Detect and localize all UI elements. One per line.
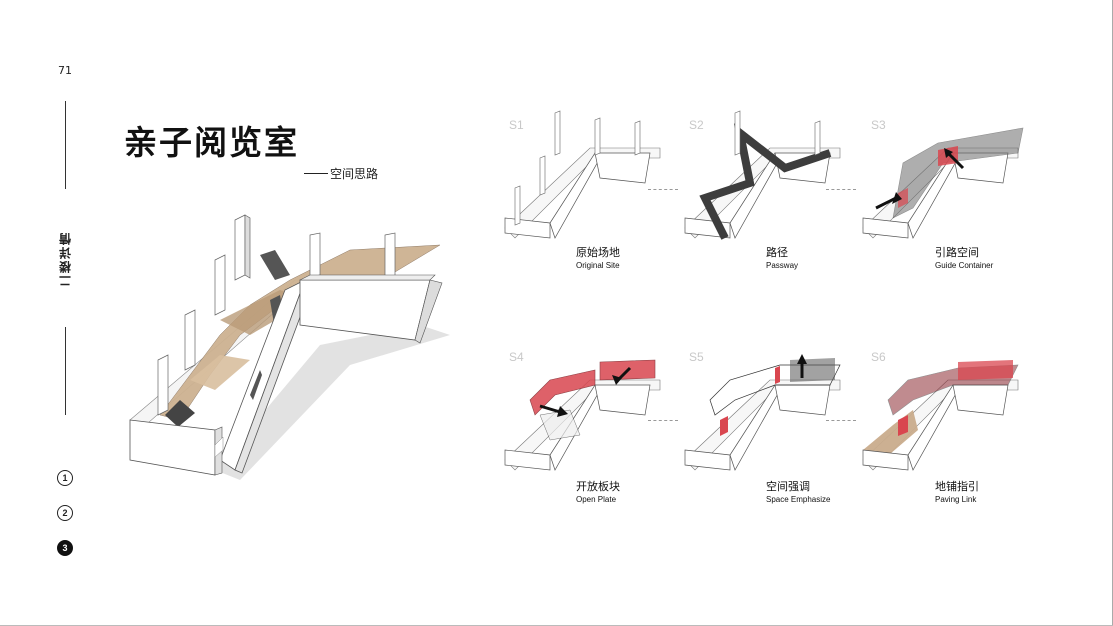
step-s3-title: 引路空间 <box>935 246 979 259</box>
divider-bottom <box>65 327 66 415</box>
step-s6-title: 地铺指引 <box>935 480 979 493</box>
step-s4-title: 开放板块 <box>576 480 620 493</box>
page-title: 亲子阅览室 <box>124 123 299 162</box>
original-site-drawing <box>504 110 661 239</box>
subtitle-text: 空间思路 <box>330 167 379 181</box>
step-connector <box>826 420 856 421</box>
step-id-s3: S3 <box>871 118 886 132</box>
step-id-s1: S1 <box>509 118 524 132</box>
open-plate-drawing <box>504 359 661 471</box>
paving-link-drawing <box>862 360 1019 471</box>
divider-top <box>65 101 66 189</box>
step-s6-subtitle: Paving Link <box>935 495 977 504</box>
step-s2-diagram <box>680 108 850 243</box>
page-dot-2[interactable]: 2 <box>57 505 73 521</box>
subtitle: 空间思路 <box>304 165 378 182</box>
step-connector <box>648 420 678 421</box>
page-dot-3[interactable]: 3 <box>57 540 73 556</box>
step-connector <box>826 189 856 190</box>
space-emphasize-drawing <box>684 354 841 471</box>
main-axonometric-diagram <box>129 214 450 480</box>
passway-drawing <box>684 110 841 240</box>
section-label: 二楼详情 <box>58 231 73 287</box>
step-id-s2: S2 <box>689 118 704 132</box>
step-s5-subtitle: Space Emphasize <box>766 495 831 504</box>
page-dot-1[interactable]: 1 <box>57 470 73 486</box>
step-s2-title: 路径 <box>766 246 788 259</box>
step-s2-subtitle: Passway <box>766 261 799 270</box>
step-s6-diagram <box>858 340 1028 475</box>
step-s3-diagram <box>858 108 1028 243</box>
step-s5-diagram <box>680 340 850 475</box>
guide-container-drawing <box>862 127 1024 239</box>
step-s1-subtitle: Original Site <box>576 261 620 270</box>
step-s4-diagram <box>500 340 670 475</box>
step-s3-subtitle: Guide Container <box>935 261 994 270</box>
page-number: 71 <box>58 64 72 77</box>
step-id-s5: S5 <box>689 350 704 364</box>
step-connector <box>648 189 678 190</box>
step-s4-subtitle: Open Plate <box>576 495 617 504</box>
step-id-s6: S6 <box>871 350 886 364</box>
step-id-s4: S4 <box>509 350 524 364</box>
step-s1-diagram <box>500 108 670 243</box>
subtitle-dash <box>304 173 328 174</box>
step-s5-title: 空间强调 <box>766 480 810 493</box>
step-s1-title: 原始场地 <box>576 246 620 259</box>
